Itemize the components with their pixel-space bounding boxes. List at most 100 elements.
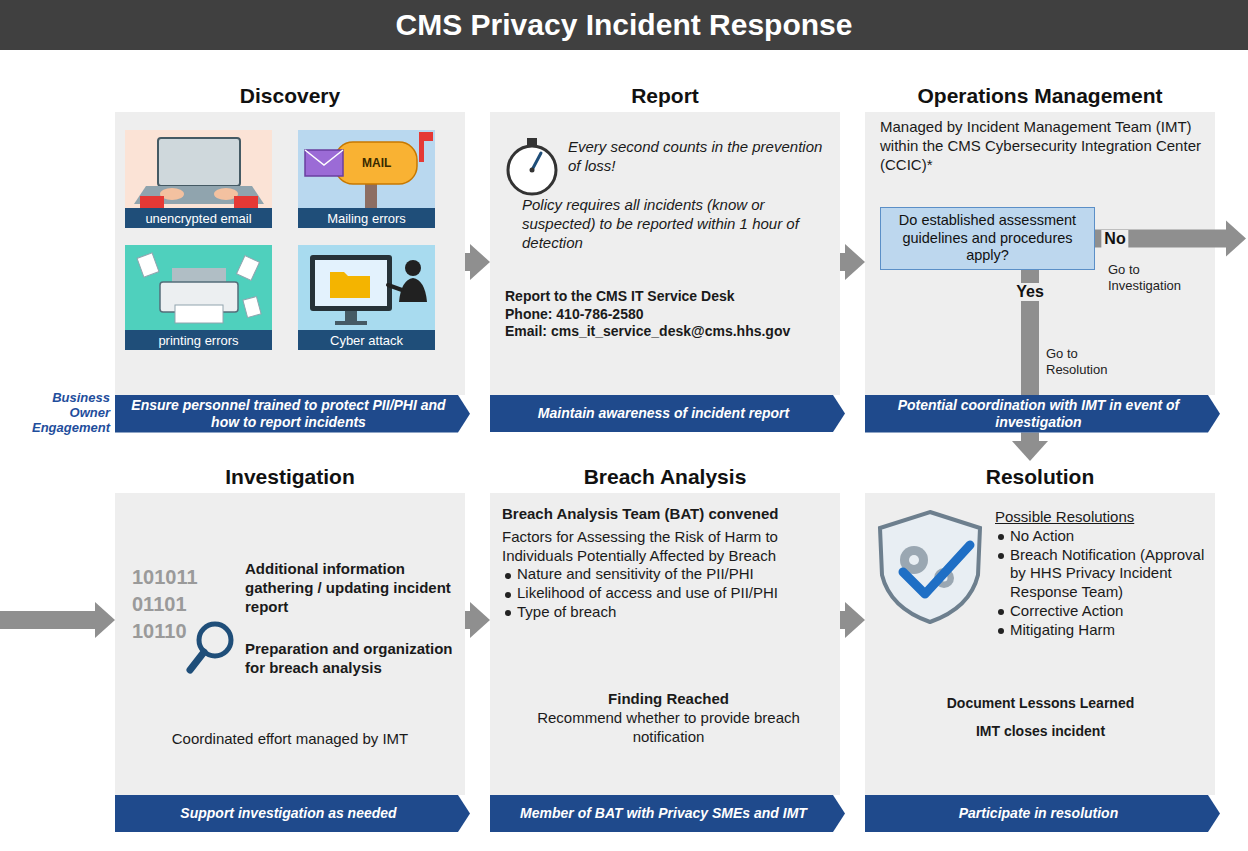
magnifier-icon — [190, 624, 231, 670]
text-group: Additional information gathering / updat… — [245, 560, 457, 616]
bold-text: Preparation and organization for breach … — [245, 640, 457, 678]
stopwatch-icon — [532, 153, 541, 170]
flow-note: Go to Investigation — [1108, 262, 1198, 293]
example-tag: Mailing errors — [298, 208, 435, 228]
cyber-attack-illustration — [335, 321, 367, 325]
mailbox-text: MAIL — [362, 156, 391, 170]
text-group: Every second counts in the prevention of… — [568, 138, 830, 176]
laptop-illustration — [140, 196, 164, 208]
flow-arrow — [0, 239, 1226, 620]
bullet-item: Nature and sensitivity of the PII/PHI — [502, 565, 835, 584]
panel-ground — [490, 112, 840, 395]
printer-illustration — [172, 268, 226, 282]
panel-ground — [115, 112, 465, 395]
printer-illustration — [125, 245, 272, 350]
example-tag: printing errors — [125, 330, 272, 350]
node-text: Do established assessment guidelines and… — [889, 212, 1086, 265]
bold-text: Finding Reached — [502, 690, 835, 709]
bullet-item: Type of breach — [502, 603, 835, 622]
cyber-attack-illustration — [298, 245, 435, 350]
cyber-attack-illustration — [388, 285, 402, 290]
node-text: Support investigation as needed — [180, 805, 396, 822]
process-panel: Discoveryunencrypted emailMailing errors… — [115, 80, 465, 395]
stopwatch-icon — [530, 168, 535, 173]
arrow-head — [1226, 221, 1246, 257]
body-text: Every second counts in the prevention of… — [568, 138, 830, 176]
shield-icon — [909, 555, 919, 565]
example-tag: unencrypted email — [125, 208, 272, 228]
node-text: printing errors — [158, 333, 238, 348]
panel-ground — [865, 112, 1215, 395]
bullet-item: No Action — [995, 527, 1210, 546]
cyber-attack-illustration — [315, 260, 387, 306]
cyber-attack-illustration — [345, 311, 357, 321]
text-group: Possible ResolutionsNo ActionBreach Noti… — [995, 508, 1210, 639]
bullet-item: Corrective Action — [995, 602, 1210, 621]
text-group: Breach Analysis Team (BAT) convenedFacto… — [502, 505, 835, 622]
flow-note: Go to Resolution — [1046, 346, 1130, 377]
bold-text: IMT closes incident — [878, 723, 1203, 741]
stopwatch-icon — [508, 138, 556, 194]
binary-digits: 101011 — [132, 565, 198, 589]
engagement-band: Potential coordination with IMT in event… — [865, 395, 1220, 433]
panel-ground — [490, 493, 840, 795]
stopwatch-icon — [508, 146, 556, 194]
bold-text: Phone: 410-786-2580 — [505, 306, 835, 324]
engagement-band: Ensure personnel trained to protect PII/… — [115, 395, 470, 433]
mailbox-illustration — [419, 132, 433, 141]
bold-text: Email: cms_it_service_desk@cms.hhs.gov — [505, 323, 835, 341]
process-panel: ResolutionPossible ResolutionsNo ActionB… — [865, 461, 1215, 795]
process-panel: ReportEvery second counts in the prevent… — [490, 80, 840, 395]
printer-illustration — [175, 305, 223, 323]
text-group: Policy requires all incidents (know or s… — [522, 196, 832, 252]
shield-icon — [903, 545, 970, 594]
node-text: Cyber attack — [330, 333, 403, 348]
text-group: Managed by Incident Management Team (IMT… — [880, 118, 1205, 174]
mailbox-illustration — [298, 130, 435, 228]
bold-text: Additional information gathering / updat… — [245, 560, 457, 616]
printer-illustration — [125, 245, 272, 350]
text-group: Preparation and organization for breach … — [245, 640, 457, 678]
process-panel: Breach AnalysisBreach Analysis Team (BAT… — [490, 461, 840, 795]
flow-arrow — [465, 253, 470, 271]
printer-illustration — [137, 253, 159, 277]
engagement-band: Member of BAT with Privacy SMEs and IMT — [490, 795, 845, 832]
title-bar: CMS Privacy Incident Response — [0, 0, 1248, 50]
body-text: Possible Resolutions — [995, 508, 1210, 527]
bold-text: Breach Analysis Team (BAT) convened — [502, 505, 835, 524]
decision-box: Do established assessment guidelines and… — [880, 207, 1095, 270]
node-text: unencrypted email — [145, 211, 251, 226]
shield-icon — [880, 512, 980, 622]
example-tag: Cyber attack — [298, 330, 435, 350]
bold-text: Report to the CMS IT Service Desk — [505, 288, 835, 306]
body-text: Managed by Incident Management Team (IMT… — [880, 118, 1205, 174]
node-text: Potential coordination with IMT in event… — [875, 397, 1202, 431]
cyber-attack-illustration — [298, 245, 435, 350]
node-text: Ensure personnel trained to protect PII/… — [125, 397, 452, 431]
node-text: Mailing errors — [327, 211, 406, 226]
mailbox-illustration — [335, 142, 417, 184]
engagement-band: Participate in resolution — [865, 795, 1220, 832]
body-text: Factors for Assessing the Risk of Harm t… — [502, 528, 835, 566]
binary-digits: 10110 — [132, 619, 187, 643]
text-group: Finding ReachedRecommend whether to prov… — [502, 690, 835, 746]
shield-icon — [880, 512, 980, 622]
flow-arrow — [465, 611, 470, 629]
edge-label: Yes — [1013, 283, 1047, 301]
cyber-attack-illustration — [330, 272, 370, 298]
mailbox-illustration — [305, 150, 343, 176]
laptop-illustration — [125, 130, 272, 228]
binary-digits: 01101 — [132, 592, 187, 616]
process-panel: Operations ManagementManaged by Incident… — [865, 80, 1215, 395]
panel-ground — [115, 493, 465, 795]
text-group: Coordinated effort managed by IMT — [130, 730, 450, 749]
node-text: Member of BAT with Privacy SMEs and IMT — [520, 805, 807, 822]
edge-label: No — [1101, 230, 1128, 248]
laptop-illustration — [125, 130, 272, 228]
laptop-illustration — [158, 138, 240, 186]
panel-heading: Operations Management — [865, 80, 1215, 112]
panel-ground — [865, 493, 1215, 795]
